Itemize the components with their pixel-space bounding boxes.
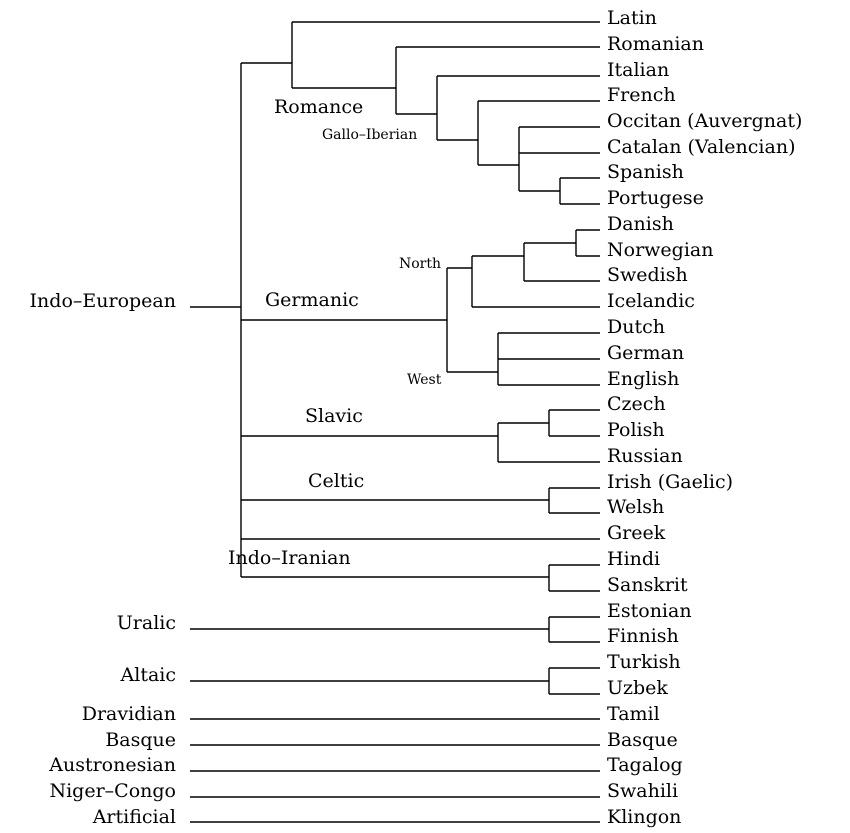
branch-indo-iranian: Indo–Iranian <box>228 547 351 569</box>
leaf-italian: Italian <box>607 59 669 81</box>
leaf-klingon: Klingon <box>607 806 681 828</box>
leaf-czech: Czech <box>607 393 666 415</box>
family-uralic: Uralic <box>117 612 176 634</box>
leaf-german: German <box>607 342 684 364</box>
branch-west: West <box>407 372 442 388</box>
leaf-polish: Polish <box>607 419 665 441</box>
leaf-romanian: Romanian <box>607 33 704 55</box>
leaf-tagalog: Tagalog <box>607 754 683 776</box>
family-austronesian: Austronesian <box>48 754 176 776</box>
family-niger-congo: Niger–Congo <box>49 780 176 802</box>
leaf-swedish: Swedish <box>607 264 688 286</box>
leaf-uzbek: Uzbek <box>607 677 668 699</box>
edge-slavic <box>241 409 600 463</box>
leaf-swahili: Swahili <box>607 780 678 802</box>
branch-slavic: Slavic <box>305 405 363 427</box>
edge-celtic <box>241 487 600 514</box>
family-indo-european: Indo–European <box>30 290 176 312</box>
leaf-finnish: Finnish <box>607 625 679 647</box>
branch-north: North <box>399 256 441 272</box>
leaf-irish: Irish (Gaelic) <box>607 471 733 493</box>
branch-romance: Romance <box>274 96 363 118</box>
leaf-dutch: Dutch <box>607 316 665 338</box>
branch-germanic: Germanic <box>265 289 359 311</box>
family-basque: Basque <box>105 729 176 751</box>
branch-gallo-iberian: Gallo–Iberian <box>322 127 417 143</box>
leaf-portugese: Portugese <box>607 187 704 209</box>
edge-uralic <box>190 616 600 643</box>
leaf-catalan: Catalan (Valencian) <box>607 136 795 158</box>
leaf-tamil: Tamil <box>607 703 660 725</box>
edge-romance <box>241 21 600 205</box>
leaf-basque: Basque <box>607 729 678 751</box>
family-altaic: Altaic <box>120 664 176 686</box>
edge-indo-iranian <box>241 564 600 592</box>
leaf-estonian: Estonian <box>607 600 692 622</box>
leaf-danish: Danish <box>607 213 674 235</box>
tree-edges <box>190 21 600 823</box>
leaf-sanskrit: Sanskrit <box>607 574 688 596</box>
leaf-labels: Latin Romanian Italian French Occitan (A… <box>607 7 802 828</box>
leaf-hindi: Hindi <box>607 548 660 570</box>
edge-altaic <box>190 667 600 695</box>
leaf-spanish: Spanish <box>607 161 684 183</box>
leaf-greek: Greek <box>607 522 666 544</box>
leaf-norwegian: Norwegian <box>607 239 713 261</box>
branch-celtic: Celtic <box>308 470 364 492</box>
leaf-french: French <box>607 84 676 106</box>
leaf-english: English <box>607 368 679 390</box>
leaf-welsh: Welsh <box>607 496 664 518</box>
edge-germanic <box>241 229 600 386</box>
leaf-latin: Latin <box>607 7 657 29</box>
leaf-turkish: Turkish <box>607 651 681 673</box>
branch-labels: Romance Gallo–Iberian Germanic North Wes… <box>228 96 442 569</box>
leaf-occitan: Occitan (Auvergnat) <box>607 110 802 132</box>
family-dravidian: Dravidian <box>82 703 176 725</box>
leaf-icelandic: Icelandic <box>607 290 695 312</box>
family-labels: Indo–European Uralic Altaic Dravidian Ba… <box>30 290 176 828</box>
family-artificial: Artificial <box>92 806 176 828</box>
leaf-russian: Russian <box>607 445 683 467</box>
edge-indo-european-root <box>190 63 242 577</box>
